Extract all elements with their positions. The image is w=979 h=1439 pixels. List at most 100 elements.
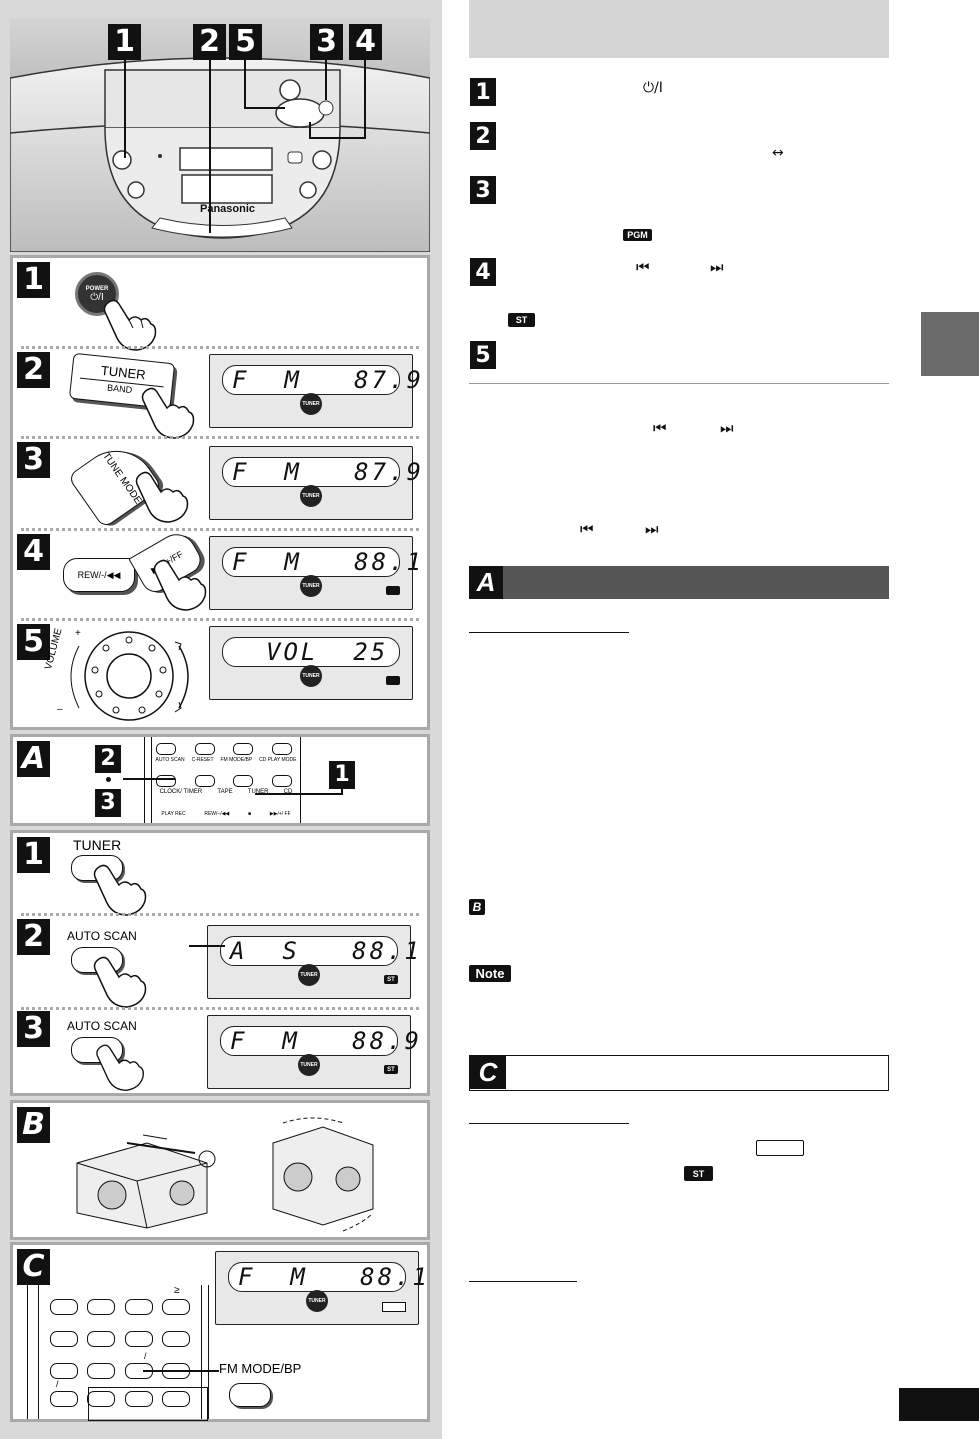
remote-key[interactable]	[161, 1299, 190, 1315]
remote-key[interactable]	[50, 1391, 78, 1407]
hand-icon	[93, 956, 147, 1008]
step-3-badge: 3	[17, 442, 50, 478]
section-c-header: C	[469, 1055, 889, 1091]
cd-play-mode-button[interactable]	[271, 743, 292, 755]
rew-label: REW/–/◀◀	[204, 811, 230, 817]
power-icon: ⏻/I	[643, 80, 663, 96]
remote-control: AUTO SCAN C-RESET FM MODE/BP CD PLAY MOD…	[144, 737, 301, 823]
hand-icon	[135, 471, 189, 523]
remote-key[interactable]	[50, 1331, 78, 1347]
fm-mode-bp-button[interactable]	[229, 1383, 271, 1407]
step-4-badge: 4	[17, 534, 50, 570]
stop-label: ■	[248, 811, 252, 817]
skip-forward-icon: ⏭	[645, 520, 659, 538]
power-label: POWER	[85, 285, 109, 292]
rewind-label: REW/-/◀◀	[77, 569, 121, 580]
volume-plus: +	[75, 628, 81, 639]
panel-c: C F M 88.1 TUNER ≥ / /	[10, 1242, 430, 1422]
tuner-indicator: TUNER	[300, 393, 322, 415]
volume-knob[interactable]	[49, 626, 199, 726]
auto-scan-label-2: AUTO SCAN	[67, 929, 137, 943]
hand-icon	[93, 864, 147, 916]
panel-b: B	[10, 1100, 430, 1240]
remote-key[interactable]	[87, 1299, 116, 1315]
remote-key[interactable]	[124, 1391, 153, 1407]
cd-button[interactable]	[271, 775, 292, 787]
tuner-indicator: TUNER	[300, 665, 322, 687]
tuner-button[interactable]	[233, 775, 254, 787]
device-illustration: 1 2 5 3 4 Panasonic	[9, 18, 431, 253]
right-step-4: 4	[470, 258, 496, 286]
band-label: BAND	[106, 382, 133, 396]
auto-scan-label: AUTO SCAN	[155, 757, 185, 763]
section-b-ref: B	[469, 899, 485, 915]
remote-key[interactable]	[161, 1331, 190, 1347]
remote-key[interactable]	[161, 1391, 190, 1407]
c-reset-button[interactable]	[194, 743, 215, 755]
page-number-tab	[899, 1388, 979, 1421]
remote-key[interactable]	[50, 1299, 78, 1315]
pgm-indicator-icon: PGM	[623, 229, 652, 241]
stereo-indicator	[386, 586, 400, 595]
tuner-indicator: TUNER	[306, 1290, 328, 1312]
tuner-label: TUNER	[247, 789, 269, 795]
remote-mark: /	[56, 1379, 59, 1389]
callout-3: 3	[310, 24, 343, 60]
ref-2: 2	[95, 745, 121, 773]
hand-icon	[103, 299, 157, 351]
skip-back-icon: ⏮	[580, 520, 594, 538]
remote-key[interactable]	[87, 1331, 116, 1347]
remote-key[interactable]	[87, 1391, 116, 1407]
callout-2: 2	[193, 24, 226, 60]
remote-mark: /	[144, 1351, 147, 1361]
stereo-indicator-icon: ST	[508, 313, 535, 327]
display-step-2: F M 87.9 TUNER	[209, 354, 421, 428]
display-fm-mode: F M 88.1 TUNER	[215, 1251, 427, 1325]
remote-key[interactable]	[124, 1299, 153, 1315]
display-text: F M 88.9	[230, 1027, 422, 1055]
hand-icon	[141, 387, 195, 439]
section-a-header: A	[469, 566, 889, 599]
steps-panel: 1 POWER ⏻/I 2 TUNER BAND F M 87.9 TUNER …	[10, 255, 430, 730]
rewind-button[interactable]: REW/-/◀◀	[63, 558, 135, 592]
subheading-underline	[469, 632, 629, 633]
step-2-badge: 2	[17, 919, 50, 955]
cd-label: CD	[283, 789, 293, 795]
clock-timer-button[interactable]	[156, 775, 176, 787]
section-tab	[921, 312, 979, 376]
callout-4: 4	[349, 24, 382, 60]
hand-icon	[153, 559, 207, 611]
tuner-label-text: TUNER	[73, 837, 122, 853]
fm-mode-bp-label: FM MODE/BP	[219, 1361, 302, 1376]
auto-scan-label-3: AUTO SCAN	[67, 1019, 137, 1033]
power-button[interactable]: POWER ⏻/I	[75, 272, 119, 316]
remote-key[interactable]	[50, 1363, 78, 1379]
display-step-5: VOL 25 TUNER	[209, 626, 413, 700]
mono-indicator	[382, 1302, 406, 1312]
fm-mode-button[interactable]	[233, 743, 254, 755]
ff-label: ▶▶/+/ FF	[269, 811, 291, 817]
display-step-3b: F M 88.9 TUNER ST	[207, 1015, 419, 1089]
remote-keypad: ≥ / /	[27, 1285, 209, 1421]
tape-button[interactable]	[194, 775, 215, 787]
display-step-3: F M 87.9 TUNER	[209, 446, 421, 520]
step-3-badge: 3	[17, 1011, 50, 1047]
auto-scan-button[interactable]	[156, 743, 176, 755]
tuner-indicator: TUNER	[300, 575, 322, 597]
ref-1: 1	[329, 761, 355, 789]
display-text: F M 87.9	[232, 366, 424, 394]
panel-a: A 2 3 AUTO SCAN C-RESET FM MODE/BP CD PL…	[10, 734, 430, 826]
tuner-indicator: TUNER	[298, 964, 320, 986]
stereo-indicator-icon: ST	[684, 1166, 713, 1181]
play-rec-label: PLAY REC	[161, 811, 186, 817]
remote-key[interactable]	[124, 1331, 153, 1347]
display-text: VOL 25	[266, 638, 389, 666]
volume-minus: –	[57, 704, 63, 715]
subheading-underline	[469, 1281, 577, 1282]
step-1-badge: 1	[17, 837, 50, 873]
brand-logo: Panasonic	[200, 203, 256, 215]
clock-timer-label: CLOCK/ TIMER	[159, 789, 203, 795]
remote-key[interactable]	[87, 1363, 116, 1379]
panel-c-letter: C	[17, 1249, 50, 1285]
display-text: A S 88.1	[230, 937, 422, 965]
